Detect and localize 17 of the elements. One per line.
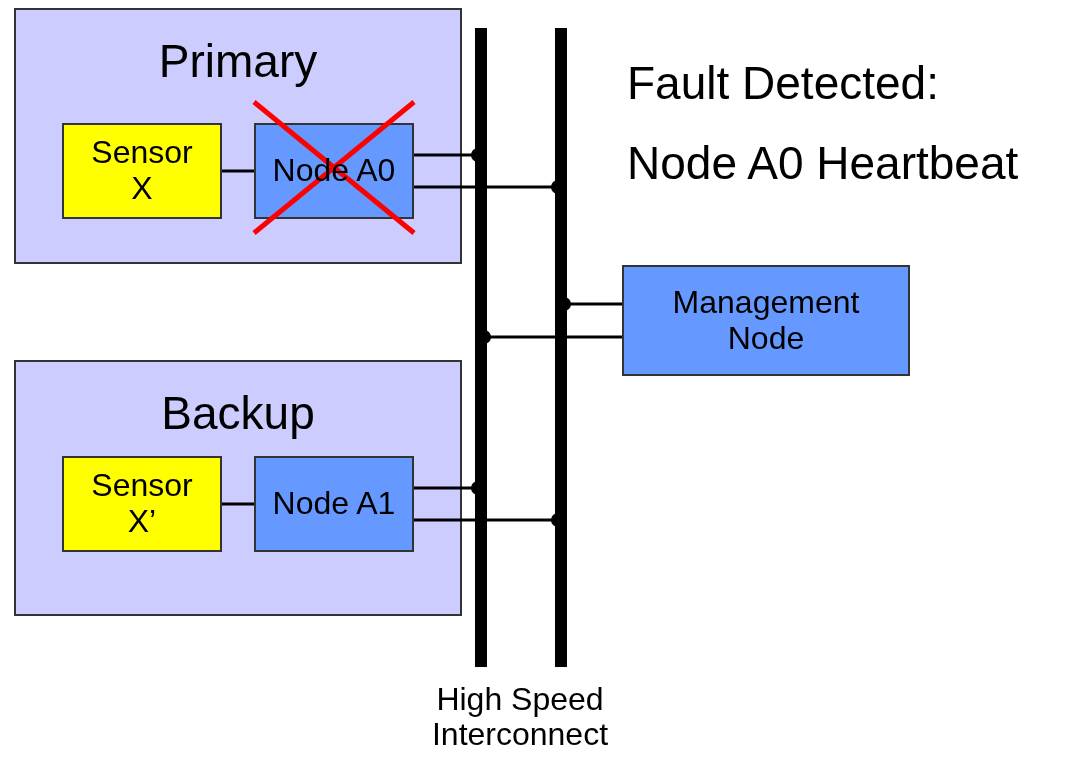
node-label: Sensor X’ [90, 468, 194, 540]
note-text: Fault Detected: [627, 58, 939, 109]
note-text: High Speed Interconnect [430, 682, 610, 753]
process-box [622, 265, 910, 376]
connector-line [222, 169, 254, 173]
process-box [254, 456, 414, 552]
note-text: Node A0 Heartbeat [627, 138, 1019, 189]
group-panel [14, 8, 462, 264]
sensor-box [62, 456, 222, 552]
connector-line [222, 502, 254, 506]
node-label: Management Node [671, 284, 861, 357]
sensor-box [62, 123, 222, 219]
group-heading: Primary [157, 36, 319, 87]
node-label: Sensor X [90, 135, 194, 207]
node-label: Node A1 [272, 486, 396, 522]
group-panel [14, 360, 462, 616]
group-heading: Backup [160, 388, 316, 439]
